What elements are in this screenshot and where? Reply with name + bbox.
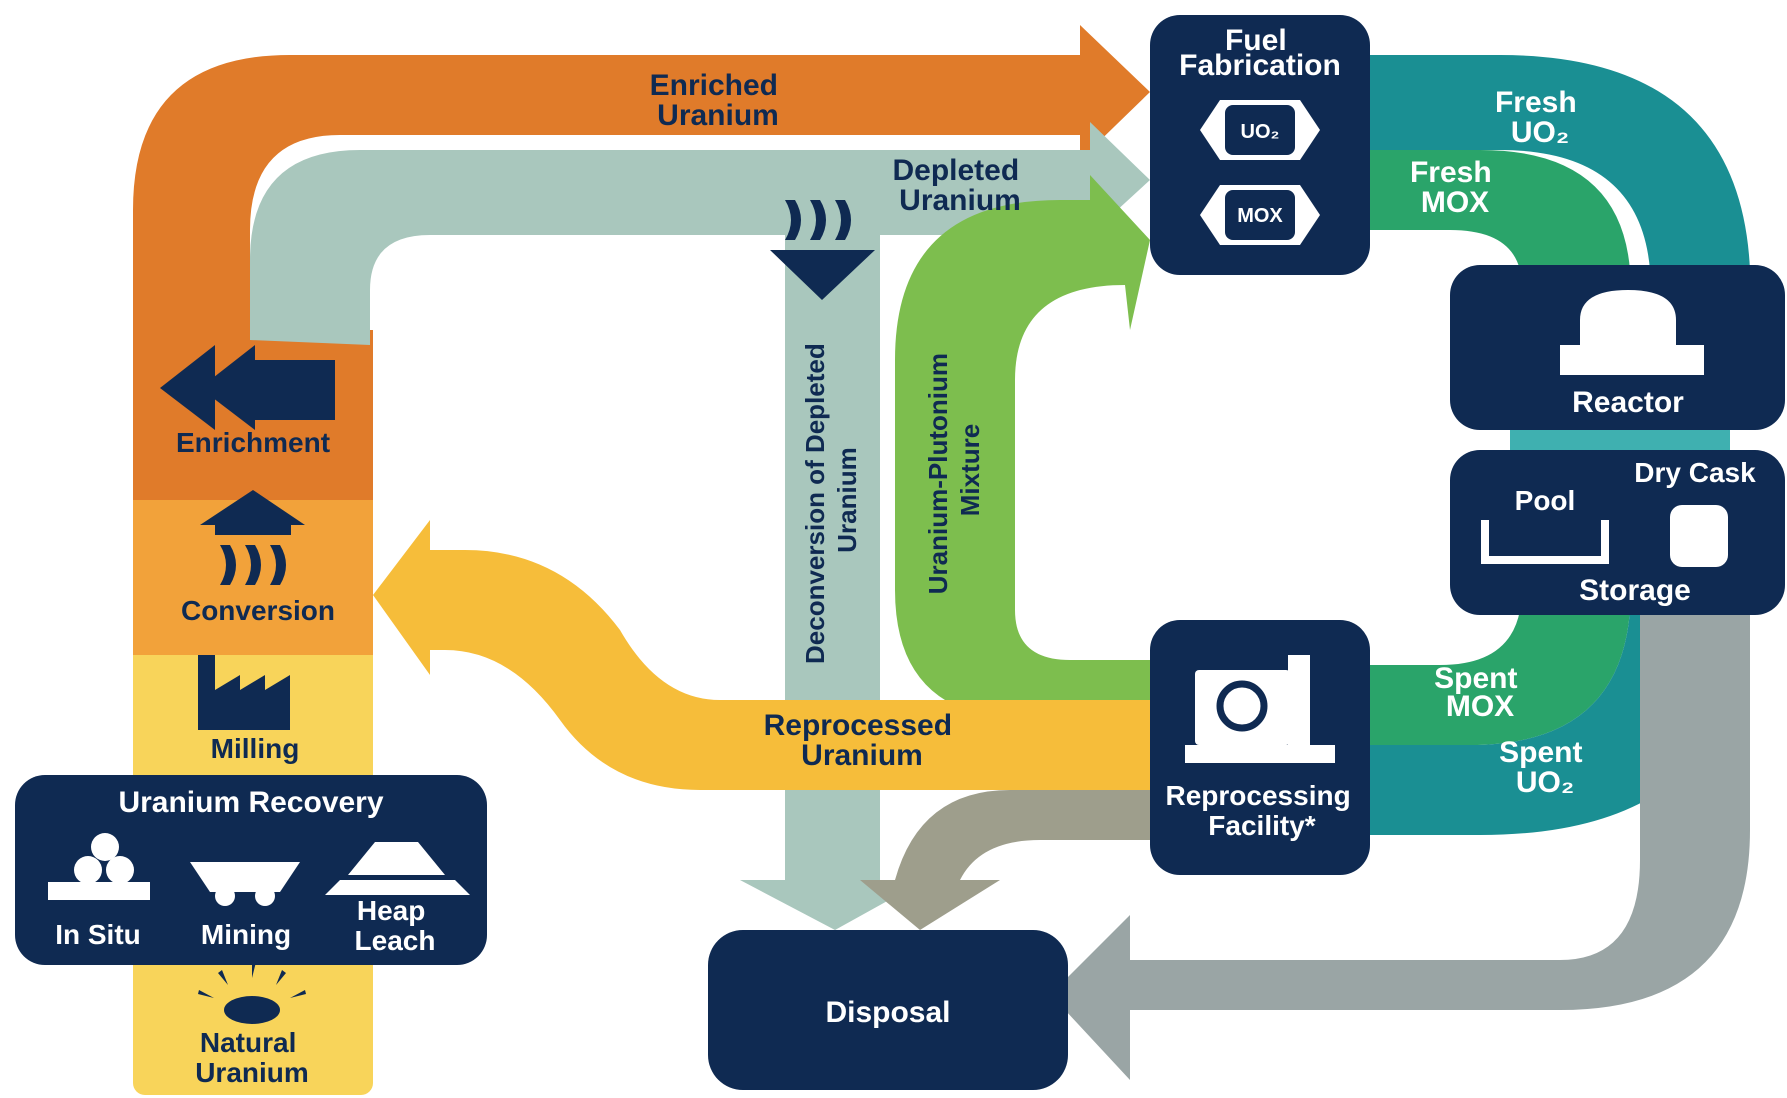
heap-leach-line-2: Leach xyxy=(355,925,436,956)
fuel-fabrication-box: Fuel Fabrication UO₂ MOX xyxy=(1150,15,1370,275)
uranium-plutonium-label: Uranium-Plutonium Mixture xyxy=(923,346,985,594)
reprocessing-facility-icon xyxy=(1185,655,1335,763)
fresh-mox-line-1: Fresh xyxy=(1410,156,1492,189)
natural-uranium-line-2: Uranium xyxy=(195,1057,309,1088)
heap-leach-line-1: Heap xyxy=(357,895,425,926)
mox-label: MOX xyxy=(1237,205,1283,227)
deconversion-label: Deconversion of Depleted Uranium xyxy=(800,336,862,664)
storage-to-disposal-arrow xyxy=(1065,610,1750,1080)
enriched-uranium-line-1: Enriched xyxy=(650,69,778,102)
spent-mox-line-2: MOX xyxy=(1446,690,1514,723)
fuel-fabrication-line-2: Fabrication xyxy=(1179,49,1341,82)
enrichment-icon xyxy=(160,345,335,430)
spent-mox-label: Spent MOX xyxy=(1434,662,1526,723)
reprocessing-label: Reprocessing Facility* xyxy=(1166,780,1359,841)
uranium-plutonium-line-1: Uranium-Plutonium xyxy=(923,353,953,594)
deconversion-line-1: Deconversion of Depleted xyxy=(800,343,830,664)
heap-leach-icon xyxy=(325,842,470,895)
reactor-icon xyxy=(1560,290,1704,375)
milling-label: Milling xyxy=(211,733,300,764)
uo2-pellet-icon: UO₂ xyxy=(1200,100,1320,160)
enriched-uranium-label: Enriched Uranium xyxy=(650,69,787,132)
storage-box: Pool Dry Cask Storage xyxy=(1450,450,1785,615)
dry-cask-label: Dry Cask xyxy=(1634,457,1756,488)
fresh-mox-line-2: MOX xyxy=(1421,186,1489,219)
deconversion-icon xyxy=(770,200,875,300)
enrichment-label: Enrichment xyxy=(176,427,330,458)
natural-uranium-icon xyxy=(198,962,306,1024)
dry-cask-icon xyxy=(1670,505,1728,567)
fresh-mox-label: Fresh MOX xyxy=(1410,156,1500,219)
reprocessing-to-disposal-arrow xyxy=(860,790,1150,930)
conversion-icon xyxy=(200,490,305,585)
pool-icon xyxy=(1481,520,1609,564)
fuel-fabrication-line-1: Fuel xyxy=(1225,24,1287,57)
milling-factory-icon xyxy=(198,655,290,730)
reprocessed-uranium-arrow xyxy=(373,520,1150,790)
reactor-box: Reactor xyxy=(1450,265,1785,430)
deconversion-line-2: Uranium xyxy=(832,447,862,552)
disposal-label: Disposal xyxy=(825,996,950,1029)
spent-mox-line-1: Spent xyxy=(1434,662,1517,695)
enriched-uranium-arrow xyxy=(133,25,1150,340)
mining-cart-icon xyxy=(190,862,300,906)
spent-mox-arrow xyxy=(1370,610,1630,745)
reactor-label: Reactor xyxy=(1572,386,1684,419)
reprocessed-uranium-line-1: Reprocessed xyxy=(764,709,952,742)
natural-uranium-line-1: Natural xyxy=(200,1027,296,1058)
mox-pellet-icon: MOX xyxy=(1200,185,1320,245)
fresh-uo2-arrow xyxy=(1370,55,1750,270)
spent-uo2-line-1: Spent xyxy=(1499,736,1582,769)
disposal-panel xyxy=(708,930,1068,1090)
natural-uranium-label: Natural Uranium xyxy=(195,1027,309,1088)
depleted-uranium-line-1: Depleted xyxy=(892,154,1019,187)
fresh-uo2-line-1: Fresh xyxy=(1495,86,1577,119)
storage-label: Storage xyxy=(1579,574,1691,607)
fresh-uo2-label: Fresh UO₂ xyxy=(1495,86,1585,149)
conversion-label: Conversion xyxy=(181,595,335,626)
reprocessing-line-1: Reprocessing xyxy=(1166,780,1351,811)
uranium-plutonium-line-2: Mixture xyxy=(955,424,985,516)
enriched-uranium-line-2: Uranium xyxy=(657,99,779,132)
reprocessed-uranium-label: Reprocessed Uranium xyxy=(764,709,961,772)
storage-panel xyxy=(1450,450,1785,615)
reactor-storage-link xyxy=(1510,430,1730,450)
spent-uo2-label: Spent UO₂ xyxy=(1499,736,1591,799)
fresh-mox-arrow xyxy=(1370,150,1630,270)
reprocessing-line-2: Facility* xyxy=(1208,810,1315,841)
uranium-plutonium-arrow xyxy=(895,175,1150,720)
fresh-uo2-line-2: UO₂ xyxy=(1511,116,1569,149)
disposal-box: Disposal xyxy=(708,930,1068,1090)
reprocessing-facility-box: Reprocessing Facility* xyxy=(1150,620,1370,875)
in-situ-icon xyxy=(48,833,150,900)
uranium-recovery-title: Uranium Recovery xyxy=(118,786,383,819)
uranium-recovery-box: Uranium Recovery In Situ Mining Heap Lea… xyxy=(15,775,487,965)
mining-label: Mining xyxy=(201,919,291,950)
heap-leach-label: Heap Leach xyxy=(355,895,436,956)
uo2-label: UO₂ xyxy=(1241,121,1280,143)
depleted-uranium-label: Depleted Uranium xyxy=(892,154,1027,217)
reprocessed-uranium-line-2: Uranium xyxy=(801,739,923,772)
spent-uo2-line-2: UO₂ xyxy=(1516,766,1574,799)
fuel-fabrication-title: Fuel Fabrication xyxy=(1179,24,1341,82)
depleted-uranium-line-2: Uranium xyxy=(899,184,1021,217)
in-situ-label: In Situ xyxy=(55,919,141,950)
pool-label: Pool xyxy=(1515,485,1576,516)
